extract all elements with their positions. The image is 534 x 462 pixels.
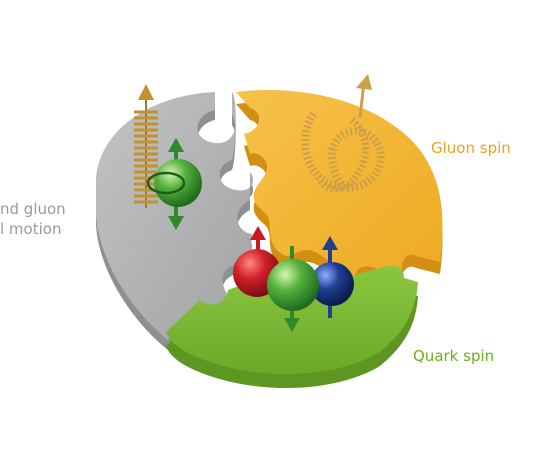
gluon-green-sphere-icon: [146, 138, 202, 230]
gluon-spring-vertical-icon: [134, 84, 158, 208]
quark-spin-label: Quark spin: [413, 347, 495, 365]
orbital-motion-label: nd gluon l motion: [0, 199, 66, 239]
gluon-spring-coil-icon: [301, 74, 385, 193]
quark-green-sphere-icon: [267, 246, 319, 332]
orbital-motion-label-line1: nd gluon: [0, 200, 66, 218]
orbital-motion-label-line2: l motion: [0, 220, 62, 238]
quark-blue-sphere-icon: [310, 236, 354, 318]
gluon-spin-label: Gluon spin: [431, 139, 511, 157]
